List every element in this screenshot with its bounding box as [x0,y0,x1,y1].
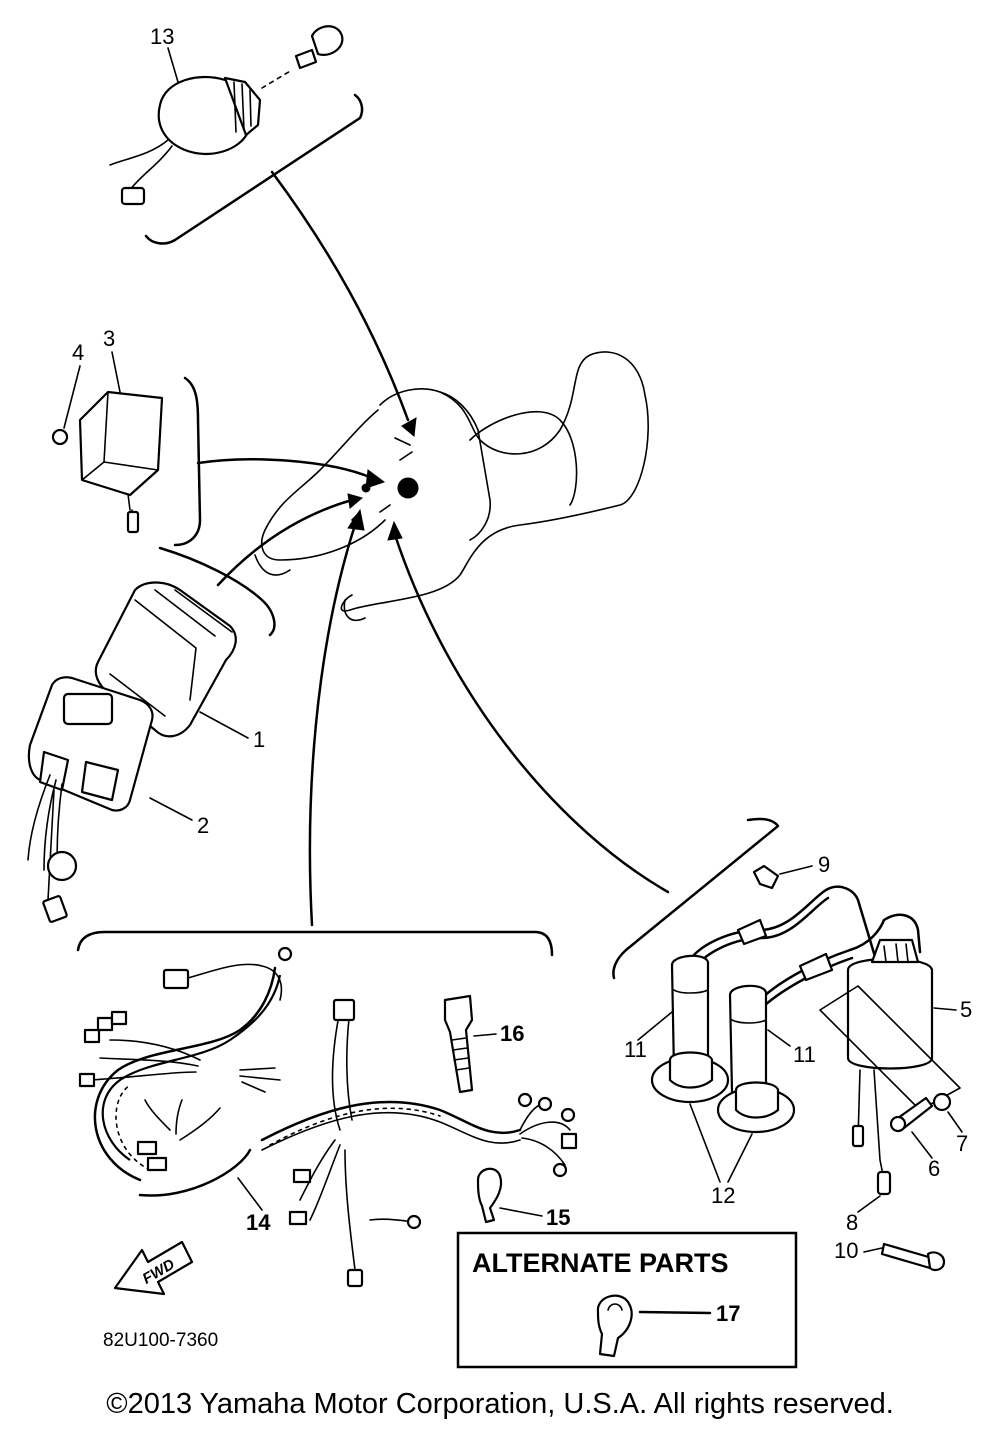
callout-6: 6 [928,1156,940,1181]
diagram-code: 82U100-7360 [103,1330,218,1351]
callout-11-a: 11 [624,1037,647,1062]
callout-11-b: 11 [793,1042,816,1067]
part-2-cdi-bracket: 2 [27,676,209,923]
callout-1: 1 [253,727,265,752]
part-8-connector [876,1170,892,1196]
vehicle-body-outline [254,351,649,622]
alternate-parts-box: ALTERNATE PARTS 17 [456,1231,798,1369]
arrow-head-13 [401,417,417,437]
callout-10: 10 [834,1238,858,1263]
callout-14: 14 [246,1210,271,1235]
part-15-clamp [476,1167,503,1224]
leader-arrow-1 [216,498,354,587]
leader-arrow-13 [270,170,410,422]
alternate-parts-title: ALTERNATE PARTS [472,1248,729,1278]
part-14-wire-harness: 16 15 14 [76,930,578,1288]
callout-7: 7 [956,1131,968,1156]
callout-16: 16 [500,1021,524,1046]
copyright-notice: ©2013 Yamaha Motor Corporation, U.S.A. A… [106,1388,894,1420]
leader-arrow-3 [196,458,374,480]
part-17-alternate-clamp [596,1294,633,1358]
part-16-cable-tie [443,994,474,1094]
part-5-ignition-coil-group: 9 11 11 12 5 8 [612,817,972,1272]
callout-4: 4 [72,340,84,365]
callout-5: 5 [960,997,972,1022]
callout-3: 3 [103,326,115,351]
part-10-bolt [880,1242,934,1270]
callout-9: 9 [818,852,830,877]
leader-arrow-14 [308,523,357,927]
callout-13: 13 [150,24,174,49]
mount-point-coil [397,477,419,499]
part-13-ignition-switch: 13 [109,24,364,245]
callout-2: 2 [197,813,209,838]
forward-direction-arrow: FWD [113,1240,194,1296]
part-3-rectifier-regulator: 3 4 [51,326,202,547]
callout-17: 17 [716,1301,740,1326]
part-4-nut [51,428,69,446]
part-7-nut [932,1092,952,1112]
callout-8: 8 [846,1210,858,1235]
leader-arrow-5 [393,533,670,894]
callout-12: 12 [711,1183,735,1208]
callout-15: 15 [546,1205,570,1230]
part-9-clip [752,864,780,890]
